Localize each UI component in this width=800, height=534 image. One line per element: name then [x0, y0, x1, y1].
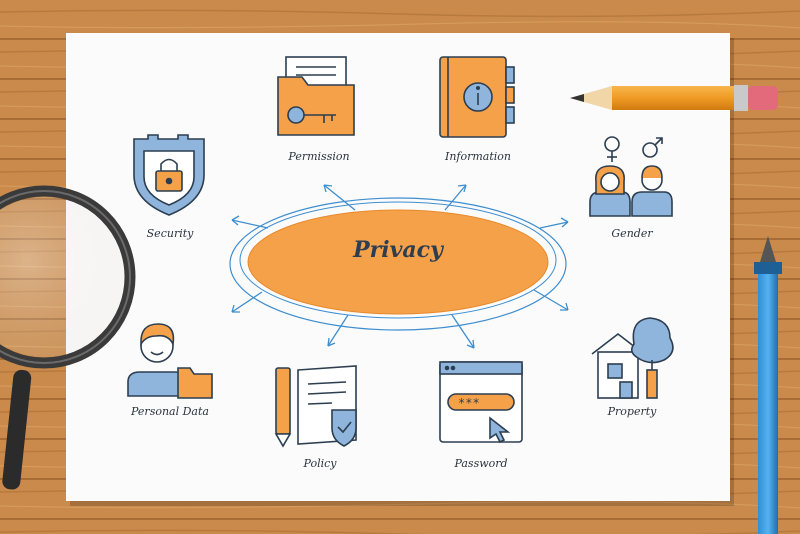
pen [754, 236, 782, 534]
label-policy: Policy [303, 457, 337, 470]
folder-key-icon [277, 56, 355, 136]
label-permission: Permission [288, 150, 350, 163]
shield-lock-icon [133, 134, 205, 216]
house-tree-icon [591, 317, 674, 399]
pencil [570, 85, 778, 111]
arrow-to-security [231, 219, 269, 229]
arrow-to-password [451, 314, 475, 349]
orbit-ring-outer [229, 197, 567, 331]
password-window-icon: *** _ [439, 361, 523, 444]
info-notebook-icon [439, 56, 515, 138]
arrow-to-information [444, 184, 467, 211]
arrow-to-property [533, 289, 569, 311]
arrow-to-policy [327, 314, 349, 347]
arrow-to-gender [539, 221, 569, 229]
policy-document-icon [274, 365, 357, 448]
center-title: Privacy [353, 237, 443, 263]
label-password: Password [454, 457, 508, 470]
orbit-ring-inner [239, 201, 557, 319]
label-personal-data: Personal Data [131, 405, 209, 418]
label-property: Property [607, 405, 657, 418]
center-ellipse [247, 209, 549, 315]
arrow-to-personal-data [231, 291, 263, 313]
svg-text:*** _: *** _ [458, 396, 495, 410]
arrow-to-permission [323, 184, 356, 211]
gender-people-icon [589, 136, 673, 217]
connector-arrows [231, 184, 569, 349]
label-gender: Gender [611, 227, 653, 240]
magnifier [0, 185, 136, 490]
person-folder-icon [127, 323, 213, 399]
label-security: Security [146, 227, 194, 240]
label-information: Information [444, 150, 512, 163]
